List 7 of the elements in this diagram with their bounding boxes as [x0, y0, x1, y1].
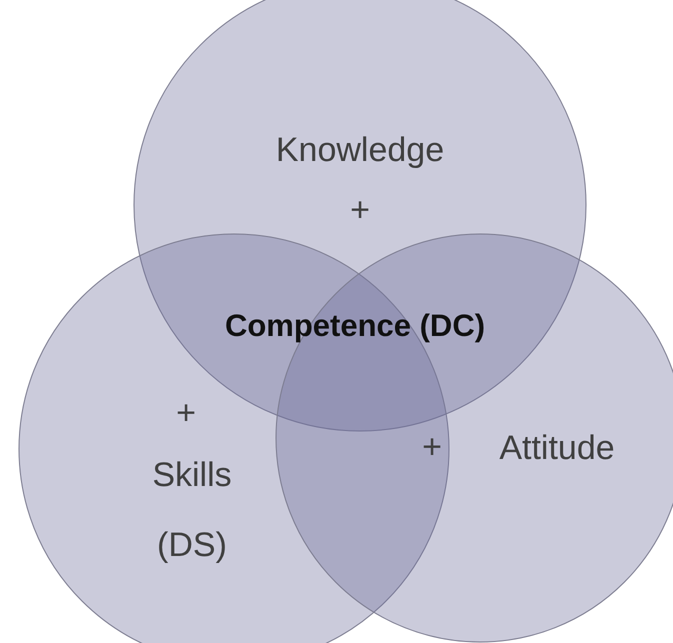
circle-label: Attitude: [498, 428, 616, 468]
center-label: Competence (DC): [224, 307, 486, 345]
circle-label: +: [175, 398, 197, 428]
circle-label: Skills (DS): [151, 455, 233, 566]
circle-label: +: [349, 195, 371, 225]
circle-label: Knowledge: [274, 130, 446, 170]
circle-label: +: [421, 432, 443, 462]
